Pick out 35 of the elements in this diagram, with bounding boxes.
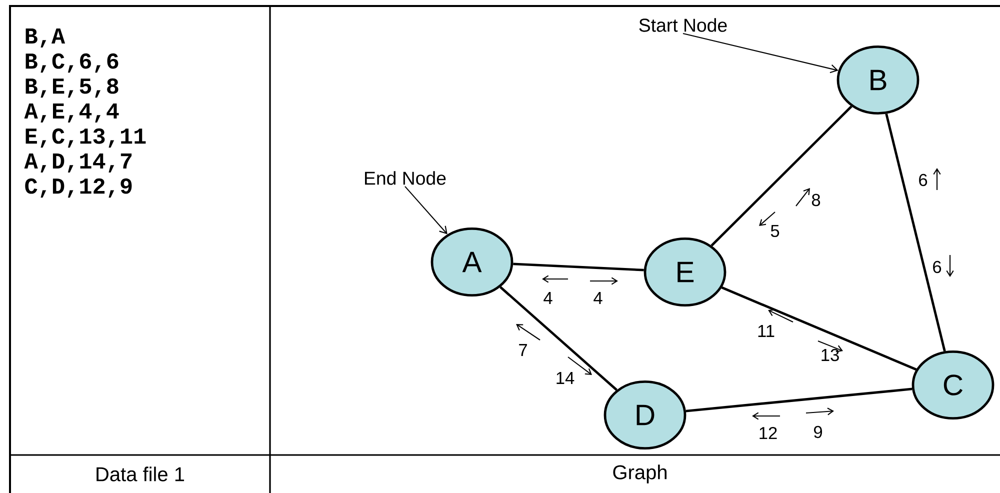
edge-weight: 4 bbox=[594, 292, 602, 304]
data-line: B,E,5,8 bbox=[26, 78, 118, 98]
edge-weight: 7 bbox=[519, 344, 527, 356]
edge-weight: 8 bbox=[812, 194, 820, 206]
graph-node: E bbox=[644, 237, 726, 307]
edge-weight: 13 bbox=[822, 348, 839, 362]
graph-edge bbox=[686, 388, 912, 412]
graph-edge bbox=[513, 262, 644, 272]
edge-weight: 5 bbox=[770, 224, 780, 238]
edge-weight: 11 bbox=[758, 325, 774, 337]
node-label: End Node bbox=[365, 171, 446, 185]
data-line: A,E,4,4 bbox=[24, 104, 119, 122]
edge-weight: 6 bbox=[933, 260, 942, 274]
graph-node: D bbox=[604, 380, 686, 450]
edge-weight: 6 bbox=[919, 174, 928, 186]
node-label: Start Node bbox=[639, 18, 727, 32]
edge-weight: 14 bbox=[556, 372, 574, 384]
graph-edge bbox=[710, 106, 852, 246]
graph-node: A bbox=[430, 227, 514, 297]
data-line: A,D,14,7 bbox=[24, 154, 132, 172]
graph-edge bbox=[500, 286, 618, 391]
data-line: E,C,13,11 bbox=[26, 128, 146, 148]
graph-edge bbox=[885, 114, 946, 352]
leader-arrow bbox=[682, 32, 838, 74]
data-line: C,D,12,9 bbox=[25, 178, 132, 198]
leader-arrow bbox=[404, 186, 448, 234]
table-caption: Data file 1 bbox=[96, 466, 184, 482]
data-line: B,A bbox=[26, 28, 66, 48]
edge-weight: 9 bbox=[814, 426, 822, 438]
graph-node: C bbox=[912, 350, 994, 420]
edge-weight: 12 bbox=[760, 426, 777, 440]
edge-weight: 4 bbox=[544, 292, 552, 304]
data-line: B,C,6,6 bbox=[26, 53, 118, 73]
graph-node: B bbox=[836, 45, 920, 115]
graph-edge bbox=[721, 286, 917, 371]
